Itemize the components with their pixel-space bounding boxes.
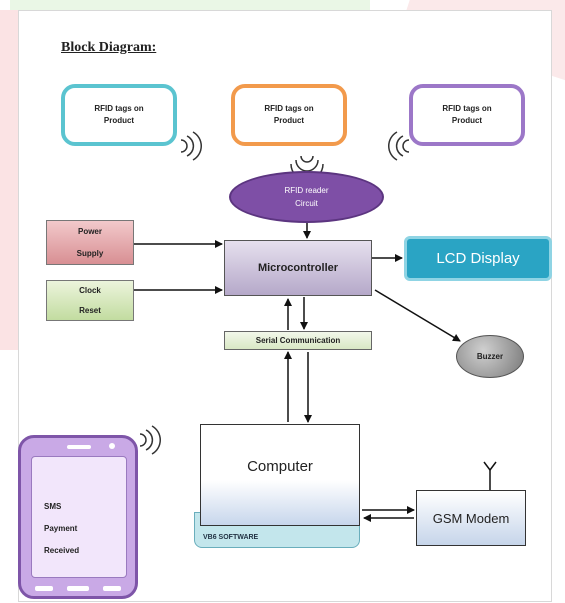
microcontroller-box: Microcontroller [224, 240, 372, 296]
lcd-display-label: LCD Display [436, 250, 520, 267]
phone-button-left [35, 586, 53, 591]
phone-button-right [103, 586, 121, 591]
phone-camera [109, 443, 115, 449]
power-supply-line2: Supply [76, 248, 104, 258]
rfid-tag-1-line2: Product [103, 116, 135, 125]
mobile-phone-icon: SMS Payment Received [18, 435, 138, 599]
rfid-tag-2-line2: Product [273, 116, 305, 125]
phone-sms-line2: Payment [44, 524, 78, 533]
rfid-reader-line2: Circuit [295, 199, 318, 208]
clock-reset-box: Clock Reset [46, 280, 134, 321]
arrow-mcu-to-buzzer [374, 289, 461, 342]
gsm-modem-label: GSM Modem [432, 510, 510, 526]
rfid-reader-ellipse: RFID reader Circuit [229, 171, 384, 223]
diagram-title: Block Diagram: [61, 40, 157, 55]
serial-communication-label: Serial Communication [255, 336, 341, 345]
lcd-display-box: LCD Display [404, 236, 552, 281]
clock-reset-line2: Reset [79, 305, 101, 315]
rfid-tag-2-line1: RFID tags on [264, 104, 314, 113]
gsm-modem-box: GSM Modem [416, 490, 526, 546]
phone-sms-line1: SMS [44, 502, 62, 511]
phone-speaker [67, 445, 91, 449]
antenna-icon [483, 461, 497, 490]
phone-screen: SMS Payment Received [31, 456, 127, 578]
phone-sms-line3: Received [44, 546, 80, 555]
rfid-tag-box-1: RFID tags on Product [61, 84, 177, 146]
serial-communication-box: Serial Communication [224, 331, 372, 350]
rfid-tag-1-line1: RFID tags on [94, 104, 144, 113]
computer-box: Computer [200, 424, 360, 526]
computer-label: Computer [247, 457, 313, 475]
microcontroller-label: Microcontroller [257, 262, 339, 274]
rfid-tag-3-line2: Product [451, 116, 483, 125]
tag3-signal-icon [388, 131, 410, 161]
buzzer-circle: Buzzer [456, 335, 524, 378]
buzzer-label: Buzzer [476, 352, 504, 361]
power-supply-box: Power Supply [46, 220, 134, 265]
vb6-software-label: VB6 SOFTWARE [203, 534, 259, 541]
tag1-signal-icon [180, 131, 202, 161]
rfid-tag-box-3: RFID tags on Product [409, 84, 525, 146]
rfid-tag-3-line1: RFID tags on [442, 104, 492, 113]
clock-reset-line1: Clock [79, 285, 101, 295]
rfid-tag-box-2: RFID tags on Product [231, 84, 347, 146]
watermark-band-red-left [0, 10, 18, 350]
phone-signal-icon [139, 425, 161, 455]
power-supply-line1: Power [77, 226, 102, 236]
rfid-reader-line1: RFID reader [284, 186, 329, 195]
phone-button-center [67, 586, 89, 591]
